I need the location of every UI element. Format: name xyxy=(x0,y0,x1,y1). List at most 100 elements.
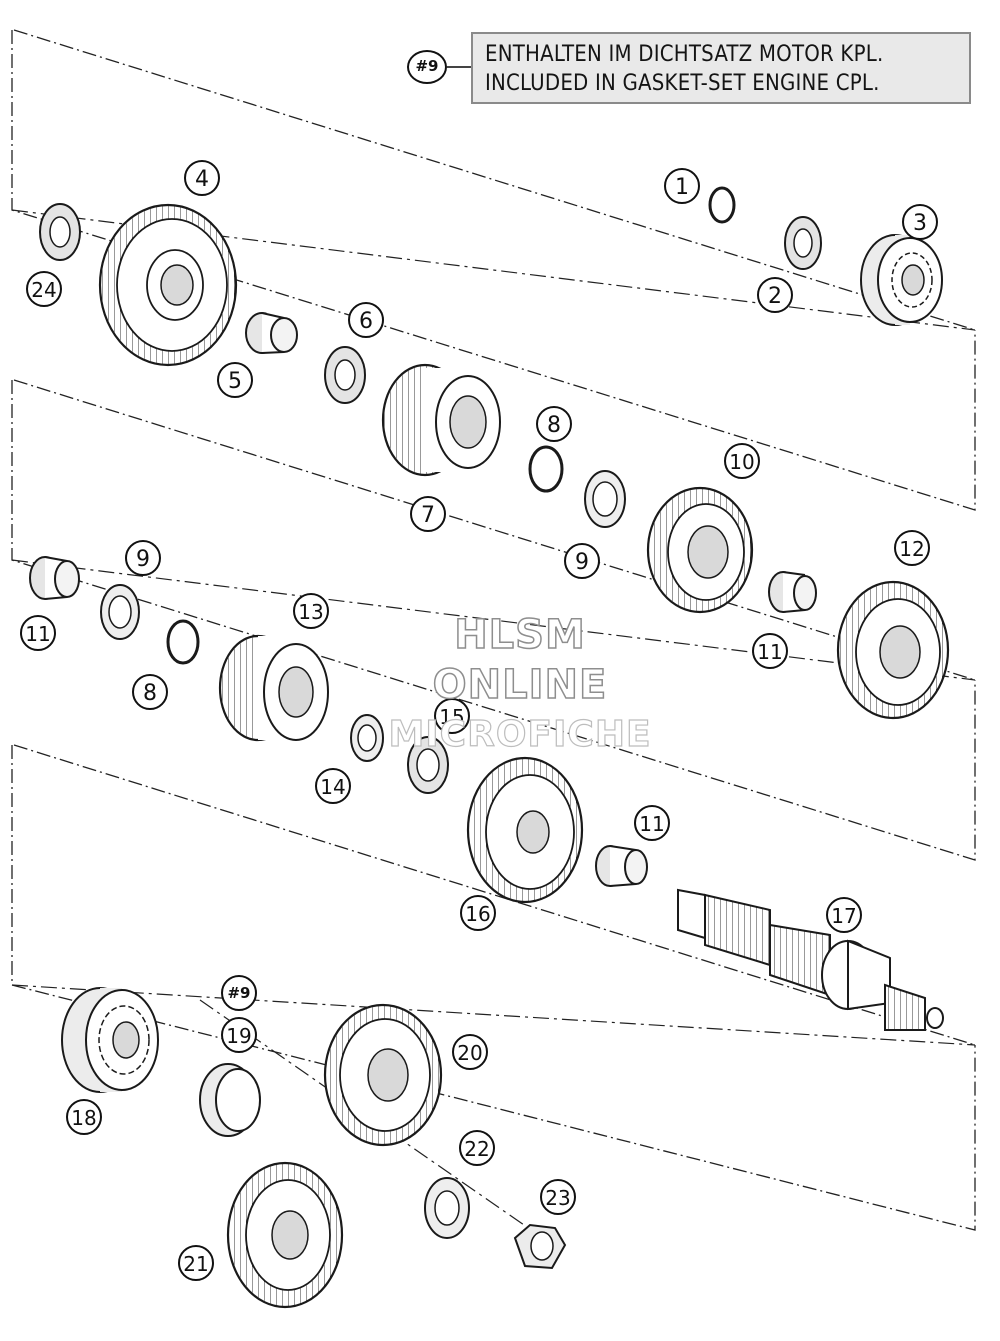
part-16-gear xyxy=(466,756,584,904)
svg-text:11: 11 xyxy=(639,812,664,836)
part-23-nut xyxy=(513,1223,567,1270)
part-9-thrust-washer-upper xyxy=(584,470,626,528)
callout-11-27: 11 xyxy=(634,805,670,841)
part-8-circlip-upper xyxy=(528,445,564,493)
callout-9-24: 9 xyxy=(125,540,161,576)
frame-shaft-upper xyxy=(11,30,976,511)
callout-23-22: 23 xyxy=(540,1179,576,1215)
part-14-washer xyxy=(350,714,384,762)
svg-text:8: 8 xyxy=(143,681,157,706)
part-22-lock-washer xyxy=(424,1177,470,1239)
part-19-shaft-seal xyxy=(199,1063,261,1137)
callout-ref-9-28: #9 xyxy=(221,975,257,1011)
svg-text:6: 6 xyxy=(359,309,373,334)
part-7-sliding-gear xyxy=(381,363,501,477)
part-24-washer xyxy=(39,203,81,261)
callout-3-2: 3 xyxy=(902,204,938,240)
axis-lines xyxy=(11,209,976,1251)
callout-17-16: 17 xyxy=(826,897,862,933)
part-1-circlip xyxy=(708,186,736,224)
callout-20-19: 20 xyxy=(452,1034,488,1070)
part-6-washer xyxy=(324,346,366,404)
callout-10-9: 10 xyxy=(724,443,760,479)
svg-text:10: 10 xyxy=(729,450,754,474)
callout-4-3: 4 xyxy=(184,160,220,196)
watermark-line-3: MICROFICHE xyxy=(388,713,652,755)
svg-text:22: 22 xyxy=(464,1137,489,1161)
callout-9-8: 9 xyxy=(564,543,600,579)
callout-13-12: 13 xyxy=(293,593,329,629)
part-18-bearing xyxy=(61,987,159,1093)
part-20-sprocket xyxy=(323,1003,443,1147)
callout-11-10: 11 xyxy=(752,633,788,669)
part-10-gear xyxy=(646,486,754,614)
svg-text:9: 9 xyxy=(136,547,150,572)
part-8-circlip-middle xyxy=(166,619,200,665)
svg-text:20: 20 xyxy=(457,1041,482,1065)
callout-8-7: 8 xyxy=(536,406,572,442)
part-2-washer xyxy=(784,216,822,270)
callout-5-4: 5 xyxy=(217,362,253,398)
svg-text:3: 3 xyxy=(913,211,927,236)
svg-text:12: 12 xyxy=(899,537,924,561)
callout-6-5: 6 xyxy=(348,302,384,338)
part-21-sprocket xyxy=(226,1161,344,1309)
svg-text:8: 8 xyxy=(547,413,561,438)
callout-15-14: 15 xyxy=(434,698,470,734)
axis-lower-shaft xyxy=(11,984,976,1046)
svg-text:11: 11 xyxy=(25,622,50,646)
svg-text:#9: #9 xyxy=(227,984,250,1002)
callout-2-1: 2 xyxy=(757,277,793,313)
callout-19-18: 19 xyxy=(221,1017,257,1053)
part-3-bearing xyxy=(860,234,943,326)
axis-sprocket xyxy=(199,999,561,1251)
part-4-gear xyxy=(98,203,238,367)
part-12-gear xyxy=(836,580,950,720)
callout-8-26: 8 xyxy=(132,674,168,710)
svg-text:1: 1 xyxy=(675,175,689,200)
svg-text:18: 18 xyxy=(71,1106,96,1130)
svg-text:11: 11 xyxy=(757,640,782,664)
axis-upper-shaft xyxy=(11,209,976,331)
callout-24-23: 24 xyxy=(26,271,62,307)
part-13-sliding-gear xyxy=(218,634,329,742)
frame-shaft-middle xyxy=(11,380,976,861)
svg-text:23: 23 xyxy=(545,1186,570,1210)
gasket-set-note: ENTHALTEN IM DICHTSATZ MOTOR KPL. INCLUD… xyxy=(471,32,971,104)
svg-text:16: 16 xyxy=(465,902,490,926)
svg-text:2: 2 xyxy=(768,284,782,309)
svg-text:7: 7 xyxy=(421,503,435,528)
frame-shaft-lower xyxy=(11,745,976,1231)
callout-21-20: 21 xyxy=(178,1245,214,1281)
part-17-main-shaft xyxy=(677,888,944,1031)
svg-text:14: 14 xyxy=(320,775,345,799)
callout-11-25: 11 xyxy=(20,615,56,651)
callout-16-15: 16 xyxy=(460,895,496,931)
callout-1-0: 1 xyxy=(664,168,700,204)
part-11-bushing-b xyxy=(29,556,80,600)
svg-text:4: 4 xyxy=(195,167,209,192)
note-tag: #9 xyxy=(407,50,447,84)
watermark-line-1: HLSM xyxy=(453,611,586,659)
svg-text:24: 24 xyxy=(31,278,56,302)
note-leader-line xyxy=(447,66,471,68)
part-5-bushing xyxy=(245,312,298,354)
svg-text:17: 17 xyxy=(831,904,856,928)
callout-7-6: 7 xyxy=(410,496,446,532)
svg-text:13: 13 xyxy=(298,600,323,624)
svg-text:9: 9 xyxy=(575,550,589,575)
part-9-thrust-washer-middle xyxy=(100,584,140,640)
callout-22-21: 22 xyxy=(459,1130,495,1166)
svg-text:15: 15 xyxy=(439,705,464,729)
axis-middle-shaft xyxy=(11,559,976,681)
callout-12-11: 12 xyxy=(894,530,930,566)
part-11-bushing-a xyxy=(768,571,817,613)
svg-text:21: 21 xyxy=(183,1252,208,1276)
callout-14-13: 14 xyxy=(315,768,351,804)
svg-text:5: 5 xyxy=(228,369,242,394)
watermark-line-2: ONLINE xyxy=(432,661,608,709)
group-frames xyxy=(11,30,976,1231)
